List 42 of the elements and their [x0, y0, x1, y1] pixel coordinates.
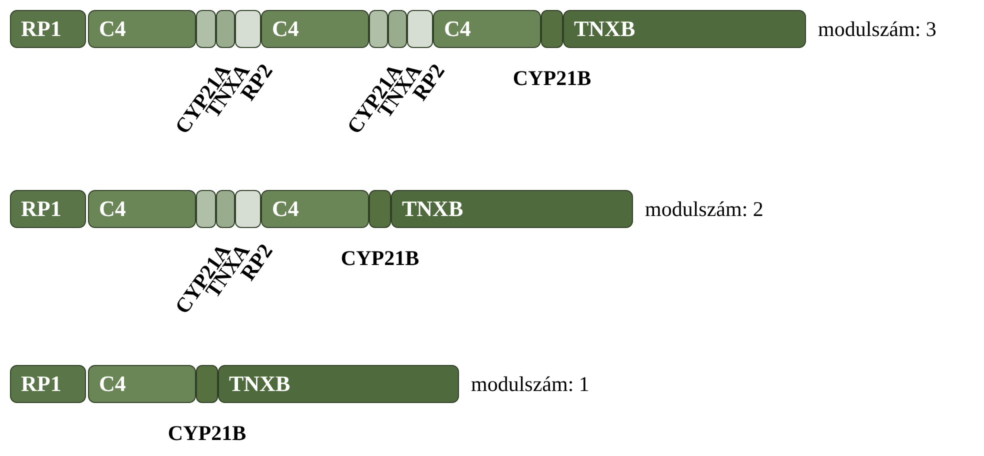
gene-label: TNXB	[229, 372, 290, 396]
module-count-label: modulszám: 2	[645, 197, 764, 221]
gene-segment	[433, 10, 541, 48]
gene-label: RP1	[21, 17, 62, 41]
gene-label: C4	[444, 17, 471, 41]
gene-segment	[88, 365, 196, 403]
gene-label: C4	[99, 372, 126, 396]
gene-segment	[235, 190, 261, 228]
gene-segment	[216, 10, 235, 48]
gene-segment	[369, 190, 391, 228]
gene-segment	[10, 10, 86, 48]
gene-label: C4	[99, 17, 126, 41]
gene-label: RP1	[21, 372, 62, 396]
gene-label: RP1	[21, 197, 62, 221]
gene-segment	[10, 190, 86, 228]
gene-label: TNXB	[574, 17, 636, 41]
gene-segment	[196, 365, 218, 403]
module-count-label: modulszám: 1	[471, 372, 590, 396]
gene-segment	[10, 365, 86, 403]
gene-label: C4	[272, 197, 299, 221]
gene-segment	[196, 190, 216, 228]
gene-label: TNXB	[402, 197, 464, 221]
gene-segment	[541, 10, 563, 48]
gene-label: CYP21B	[340, 247, 420, 269]
gene-segment	[388, 10, 407, 48]
gene-label: C4	[99, 197, 126, 221]
gene-segment	[235, 10, 261, 48]
gene-segment	[216, 190, 235, 228]
gene-segment	[391, 190, 633, 228]
gene-label: CYP21B	[168, 422, 246, 444]
module-count-label: modulszám: 3	[818, 17, 936, 41]
gene-segment	[563, 10, 806, 48]
gene-label: CYP21B	[512, 67, 592, 89]
gene-segment	[196, 10, 216, 48]
gene-segment	[261, 190, 369, 228]
gene-segment	[88, 10, 196, 48]
gene-segment	[88, 190, 196, 228]
gene-segment	[261, 10, 369, 48]
gene-segment	[369, 10, 388, 48]
gene-label: C4	[272, 17, 299, 41]
gene-segment	[407, 10, 433, 48]
gene-segment	[218, 365, 459, 403]
